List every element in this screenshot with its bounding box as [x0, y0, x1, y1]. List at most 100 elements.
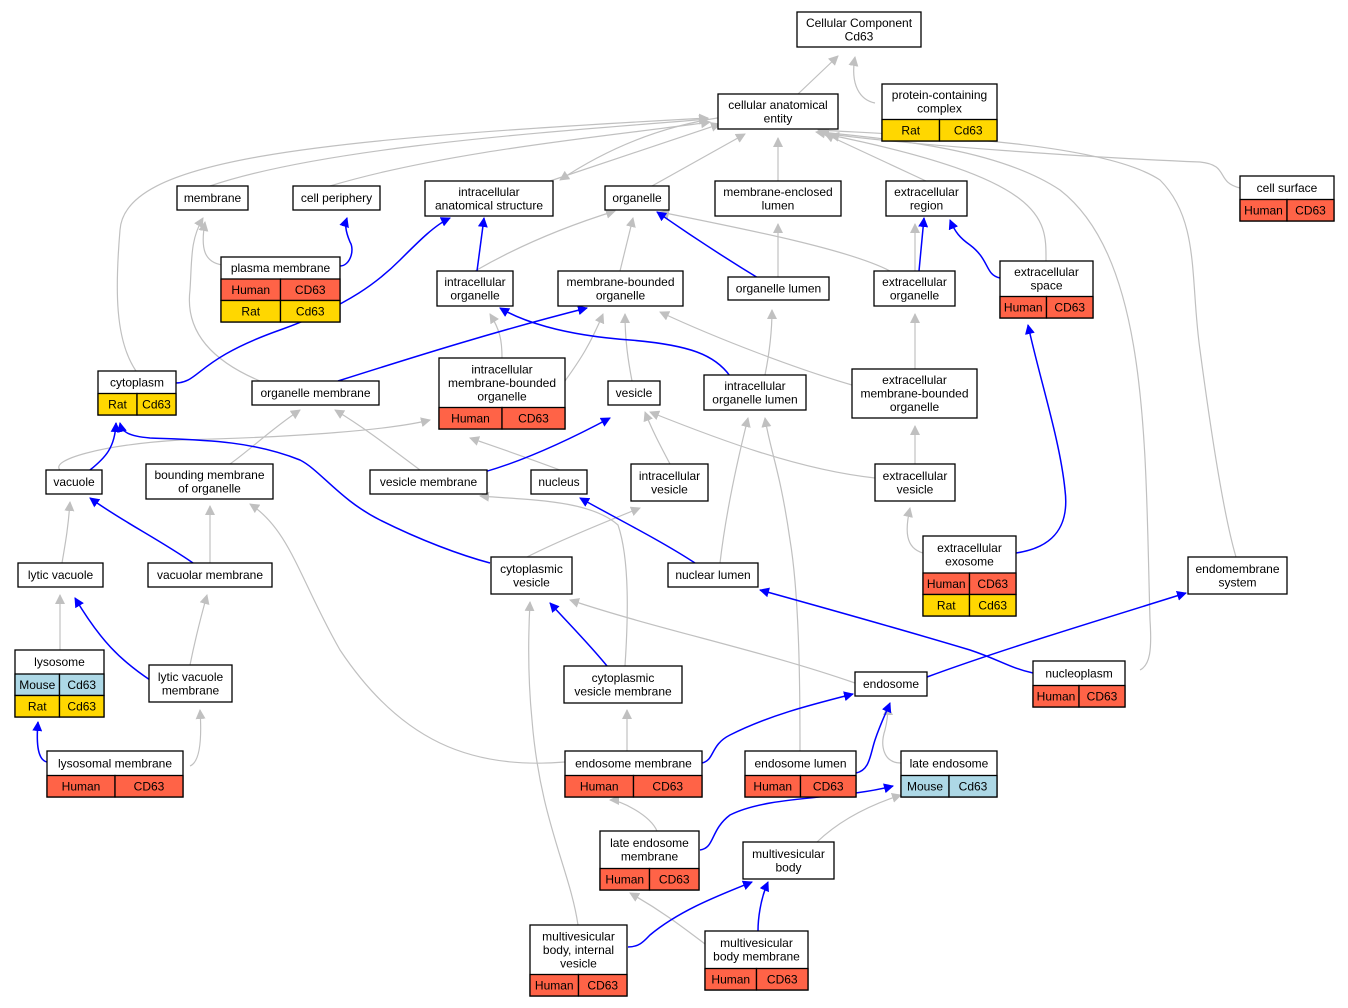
term-node-organelle[interactable]: organelle: [604, 185, 670, 211]
term-box: [176, 185, 249, 211]
term-label: cytoplasmic: [592, 671, 655, 685]
term-label: extracellular: [1014, 265, 1079, 279]
part-of-edge: [476, 217, 488, 272]
gene-cell: [799, 774, 857, 798]
is-a-edge: [797, 55, 839, 95]
is-a-edge: [829, 131, 1047, 262]
term-box: [557, 270, 684, 307]
species-label: Mouse: [907, 780, 943, 794]
gene-cell: [1286, 198, 1335, 222]
term-label: vesicle membrane: [380, 475, 478, 489]
term-box: [667, 562, 759, 588]
term-node-imbo[interactable]: intracellularmembrane-boundedorganelleHu…: [438, 357, 566, 430]
is-a-edge: [209, 114, 709, 187]
species-label: Human: [605, 873, 644, 887]
term-node-endosome[interactable]: endosome: [854, 671, 928, 697]
is-a-edge: [882, 705, 902, 764]
is-a-edge: [619, 217, 636, 272]
species-label: Human: [1244, 204, 1283, 218]
term-label: membrane: [184, 191, 242, 205]
term-node-nuclumen[interactable]: nuclear lumen: [667, 562, 759, 588]
is-a-edge: [620, 313, 633, 382]
term-label: multivesicular: [720, 936, 793, 950]
gene-cell: [938, 118, 998, 142]
term-box: [604, 185, 670, 211]
term-node-vacuole[interactable]: vacuole: [45, 469, 103, 495]
term-label: nucleus: [538, 475, 579, 489]
term-box: [147, 562, 273, 588]
species-label: Human: [711, 973, 750, 987]
term-node-lytvac[interactable]: lytic vacuole: [17, 562, 104, 588]
species-label: Human: [580, 780, 619, 794]
part-of-edge: [948, 219, 1001, 279]
term-node-membrane[interactable]: membrane: [176, 185, 249, 211]
part-of-edge: [174, 217, 451, 384]
term-label: bounding membrane: [154, 468, 264, 482]
term-box: [742, 841, 835, 880]
term-node-vesmem[interactable]: vesicle membrane: [369, 469, 488, 495]
term-label: multivesicular: [752, 847, 825, 861]
term-node-orgmem[interactable]: organelle membrane: [251, 380, 380, 406]
term-box: [873, 270, 956, 307]
species-label: Human: [62, 780, 101, 794]
gene-cell: [114, 774, 184, 798]
term-label: Cellular Component: [806, 16, 913, 30]
term-label: lytic vacuole: [28, 568, 94, 582]
term-node-vesicle[interactable]: vesicle: [607, 380, 661, 406]
term-box: [490, 556, 573, 595]
term-label: intracellular: [639, 469, 700, 483]
gene-label: CD63: [518, 412, 549, 426]
part-of-edge: [89, 422, 121, 471]
term-label: body, internal: [543, 943, 614, 957]
part-of-edge: [926, 590, 1187, 678]
term-node-vacmem[interactable]: vacuolar membrane: [147, 562, 273, 588]
term-box: [563, 665, 683, 704]
term-node-orglumen[interactable]: organelle lumen: [727, 276, 830, 301]
term-label: late endosome: [910, 756, 989, 770]
term-label: organelle: [596, 288, 646, 302]
term-node-cellper[interactable]: cell periphery: [292, 185, 381, 211]
is-a-edge: [564, 313, 605, 382]
is-a-edge: [489, 313, 503, 359]
gene-label: Cd63: [954, 124, 983, 138]
term-label: vacuolar membrane: [157, 568, 263, 582]
term-node-nucleus[interactable]: nucleus: [530, 469, 588, 495]
is-a-edge: [189, 594, 210, 666]
term-label: multivesicular: [542, 929, 615, 943]
term-label: cytoplasmic: [500, 562, 563, 576]
